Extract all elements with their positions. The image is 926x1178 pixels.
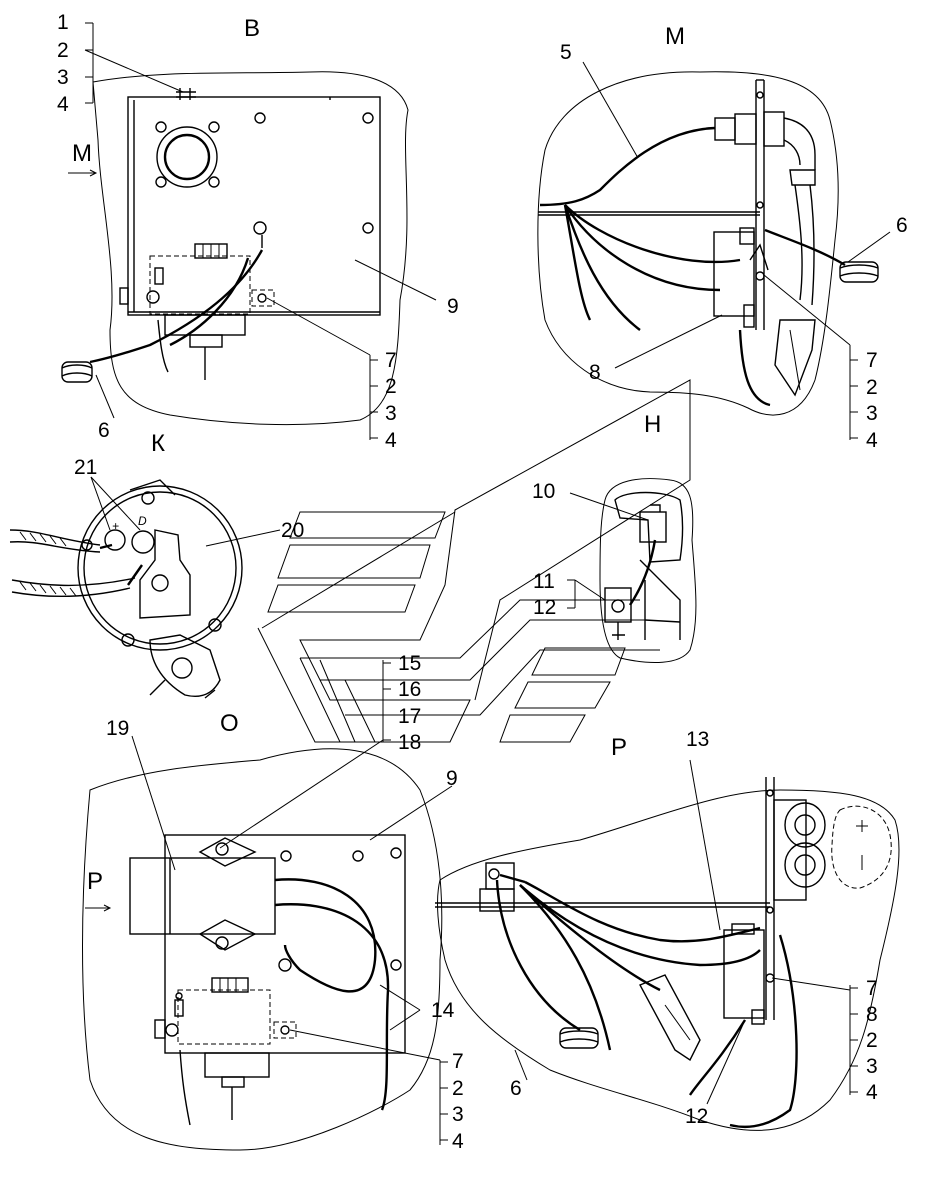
callout-3: 3 (385, 402, 397, 425)
callout-9: 9 (446, 767, 458, 790)
callout-1: 1 (57, 11, 69, 34)
callout-3: 3 (866, 402, 878, 425)
view-label-r: Р (611, 734, 628, 761)
callout-4: 4 (866, 429, 878, 452)
callout-7: 7 (866, 349, 878, 372)
callout-8: 8 (866, 1003, 878, 1026)
brand-logo (257, 379, 691, 743)
callout-12: 12 (685, 1105, 709, 1128)
plus-terminal-mark: + (112, 519, 120, 533)
callout-13: 13 (686, 728, 710, 751)
view-label-o: О (220, 710, 239, 737)
callout-2: 2 (57, 39, 69, 62)
callout-14: 14 (431, 999, 455, 1022)
callout-2: 2 (866, 1029, 878, 1052)
callout-7: 7 (385, 349, 397, 372)
callout-6: 6 (896, 214, 908, 237)
view-label-m: М (665, 23, 685, 50)
callout-6: 6 (98, 419, 110, 442)
callout-4: 4 (866, 1081, 878, 1104)
callout-group-15-18 (219, 660, 391, 849)
view-label-h: Н (644, 411, 662, 438)
direction-arrow-p-label: Р (87, 868, 104, 895)
view-h-assembly (567, 478, 697, 663)
callout-10: 10 (532, 480, 556, 503)
callout-17: 17 (398, 705, 422, 728)
callout-7: 7 (866, 977, 878, 1000)
callout-11: 11 (533, 570, 555, 593)
direction-arrow-m-label: М (72, 140, 92, 167)
view-label-v: В (244, 15, 261, 42)
callout-6: 6 (510, 1077, 522, 1100)
view-o-assembly (82, 735, 453, 1151)
callout-16: 16 (398, 678, 422, 701)
view-k-assembly (9, 476, 281, 699)
callout-4: 4 (452, 1130, 464, 1153)
view-v-assembly (61, 22, 437, 440)
callout-2: 2 (385, 375, 397, 398)
view-r-assembly (435, 759, 900, 1131)
callout-15: 15 (398, 652, 422, 675)
view-m-assembly (537, 61, 891, 440)
callout-20: 20 (281, 519, 305, 542)
callout-12: 12 (533, 596, 557, 619)
callout-9: 9 (447, 295, 459, 318)
callout-19: 19 (106, 717, 130, 740)
callout-8: 8 (589, 361, 601, 384)
callout-7: 7 (452, 1050, 464, 1073)
view-label-k: К (151, 430, 165, 457)
d-terminal-mark: D (138, 514, 147, 528)
callout-3: 3 (452, 1103, 464, 1126)
callout-2: 2 (452, 1077, 464, 1100)
callout-4: 4 (385, 429, 397, 452)
callout-2: 2 (866, 376, 878, 399)
callout-4: 4 (57, 93, 69, 116)
callout-3: 3 (57, 66, 69, 89)
callout-18: 18 (398, 731, 422, 754)
callout-3: 3 (866, 1055, 878, 1078)
callout-5: 5 (560, 41, 572, 64)
callout-21: 21 (74, 456, 98, 479)
